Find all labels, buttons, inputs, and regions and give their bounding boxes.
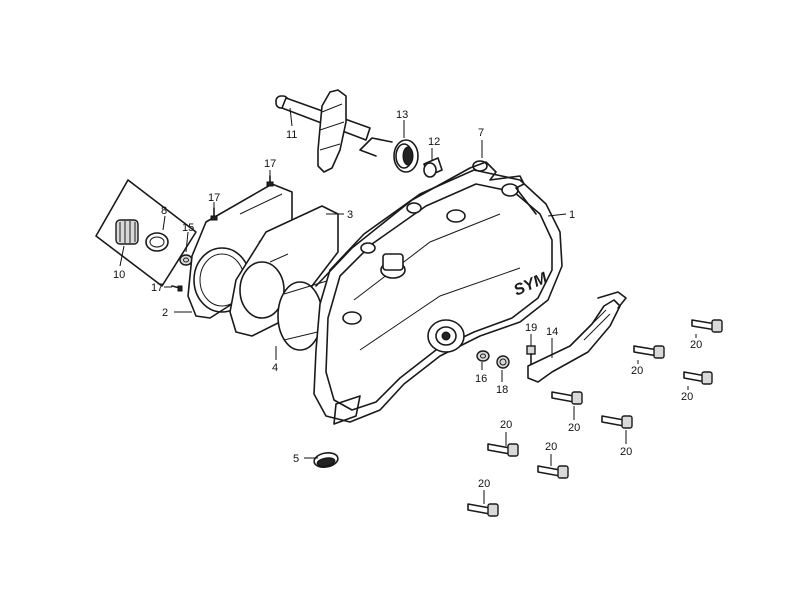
crankcase-cover-part-1: SYM — [313, 160, 563, 425]
leader-lines — [119, 107, 697, 504]
label-12: 12 — [428, 136, 440, 148]
label-2: 2 — [162, 307, 168, 319]
label-15: 15 — [182, 222, 194, 234]
label-4: 4 — [272, 362, 278, 374]
bolt-part-20-e — [601, 415, 633, 429]
label-20-c: 20 — [681, 391, 693, 403]
bolt-part-20-g — [537, 465, 569, 479]
clip-part-8 — [145, 232, 169, 252]
label-17-left: 17 — [151, 282, 163, 294]
screw-part-17-a — [266, 175, 274, 187]
cover-gasket-outline — [315, 161, 537, 287]
label-17-top: 17 — [264, 158, 276, 170]
screw-part-17-b — [210, 207, 218, 221]
label-18: 18 — [496, 384, 508, 396]
label-10: 10 — [113, 269, 125, 281]
label-20-d: 20 — [568, 422, 580, 434]
bolt-part-20-f — [487, 443, 519, 457]
label-20-g: 20 — [545, 441, 557, 453]
label-13: 13 — [396, 109, 408, 121]
starter-pinion-part-10 — [115, 219, 139, 245]
label-20-h: 20 — [478, 478, 490, 490]
subassembly-box — [95, 179, 197, 287]
label-8: 8 — [161, 205, 167, 217]
kick-shaft-part-11 — [275, 89, 371, 173]
bolt-part-20-a — [691, 319, 723, 333]
nut-part-18 — [496, 355, 510, 369]
part-labels: 1 2 3 4 5 8 10 11 12 13 14 15 16 17 17 1… — [113, 109, 702, 490]
washer-part-15 — [179, 254, 193, 266]
washer-part-16 — [476, 350, 490, 362]
bolt-part-20-c — [683, 371, 713, 385]
label-11: 11 — [286, 129, 297, 141]
screw-part-17-c — [171, 285, 183, 292]
label-20-e: 20 — [620, 446, 632, 458]
label-19: 19 — [525, 322, 537, 334]
label-14: 14 — [546, 326, 558, 338]
cap-part-5 — [313, 451, 339, 469]
bolt-part-20-h — [467, 503, 499, 517]
label-17-mid: 17 — [208, 192, 220, 204]
label-5: 5 — [293, 453, 299, 465]
bolt-part-20-d — [551, 391, 583, 405]
label-20-b: 20 — [631, 365, 643, 377]
label-3: 3 — [347, 209, 353, 221]
bushing-part-12 — [423, 157, 443, 178]
kick-lever-part-14 — [527, 291, 627, 383]
label-1: 1 — [569, 209, 575, 221]
label-16: 16 — [475, 373, 487, 385]
label-20-f: 20 — [500, 419, 512, 431]
bolt-part-20-b — [633, 345, 665, 359]
label-20-a: 20 — [690, 339, 702, 351]
kick-spring-part-13 — [359, 137, 419, 173]
bolt-part-19 — [526, 345, 536, 365]
label-7: 7 — [478, 127, 484, 139]
